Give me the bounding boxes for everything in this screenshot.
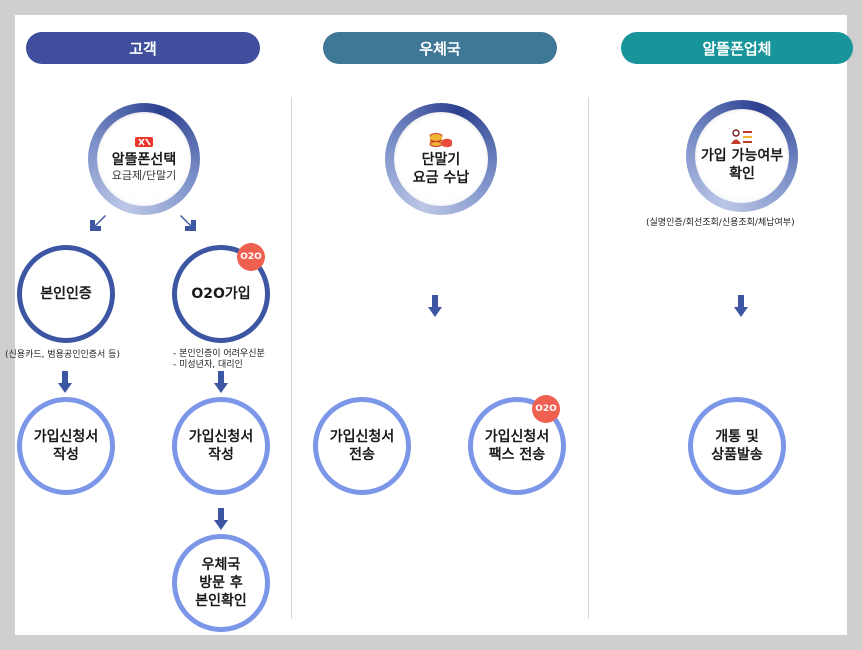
node-device-payment-line1: 단말기 <box>421 152 461 168</box>
node-eligibility-check-line2: 확인 <box>729 166 755 182</box>
phone-logo-icon <box>135 137 153 147</box>
node-eligibility-check-line1: 가입 가능여부 <box>700 148 784 164</box>
node-eligibility-check: 가입 가능여부 확인 <box>695 109 789 203</box>
node-visit-verify-line1: 우체국 <box>201 557 241 573</box>
node-application-write-b-line2: 작성 <box>208 447 234 463</box>
note-o2o-conditions-2: - 미성년자, 대리인 <box>173 360 243 370</box>
node-activation-line2: 상품발송 <box>711 447 763 463</box>
node-device-payment-line2: 요금 수납 <box>412 170 470 186</box>
node-application-write-b: 가입신청서 작성 <box>172 397 270 495</box>
node-application-send-line1: 가입신청서 <box>329 429 395 445</box>
node-application-write-a-line1: 가입신청서 <box>33 429 99 445</box>
node-o2o-join-title: O2O가입 <box>191 286 251 302</box>
node-visit-verify-line2: 방문 후 <box>199 575 243 591</box>
node-device-payment: 단말기 요금 수납 <box>394 112 488 206</box>
node-identity-verify-title: 본인인증 <box>40 286 92 302</box>
o2o-badge-join: O2O <box>237 243 265 271</box>
node-application-fax-line2: 팩스 전송 <box>488 447 546 463</box>
arrow-down-right <box>180 215 196 231</box>
arrow-down-application-b <box>214 508 228 530</box>
note-eligibility-items: (실명인증/회선조회/신용조회/체납여부) <box>646 218 795 228</box>
o2o-badge-fax: O2O <box>532 395 560 423</box>
node-activation: 개통 및 상품발송 <box>688 397 786 495</box>
node-application-write-a-line2: 작성 <box>53 447 79 463</box>
diagram-panel: 고객 우체국 알뜰폰업체 알뜰폰선택 요금제/단말기 본인인증 (신용카드, 범… <box>5 15 853 635</box>
node-select-phone-subtitle: 요금제/단말기 <box>111 169 177 182</box>
note-o2o-conditions-1: - 본인인증이 어려우신분 <box>173 349 265 359</box>
node-application-fax-line1: 가입신청서 <box>484 429 550 445</box>
node-activation-line1: 개통 및 <box>715 429 759 445</box>
note-identity-methods: (신용카드, 범용공인인증서 등) <box>5 350 120 360</box>
node-select-phone: 알뜰폰선택 요금제/단말기 <box>97 112 191 206</box>
node-visit-verify: 우체국 방문 후 본인확인 <box>172 534 270 632</box>
arrow-down-eligibility <box>734 295 748 317</box>
column-header-vendor: 알뜰폰업체 <box>621 32 853 64</box>
coin-stack-icon <box>429 133 452 148</box>
column-divider-1 <box>291 97 292 619</box>
node-application-send-line2: 전송 <box>349 447 375 463</box>
arrow-down-o2o <box>214 371 228 393</box>
node-application-write-a: 가입신청서 작성 <box>17 397 115 495</box>
arrow-down-left <box>90 215 106 231</box>
node-identity-verify: 본인인증 <box>17 245 115 343</box>
node-application-send: 가입신청서 전송 <box>313 397 411 495</box>
column-divider-2 <box>588 97 589 619</box>
node-application-write-b-line1: 가입신청서 <box>188 429 254 445</box>
arrow-down-identity <box>58 371 72 393</box>
arrow-down-payment <box>428 295 442 317</box>
checklist-icon <box>731 129 752 144</box>
node-visit-verify-line3: 본인확인 <box>195 593 247 609</box>
column-header-customer: 고객 <box>26 32 260 64</box>
column-header-post-office: 우체국 <box>323 32 557 64</box>
node-select-phone-title: 알뜰폰선택 <box>111 152 177 168</box>
